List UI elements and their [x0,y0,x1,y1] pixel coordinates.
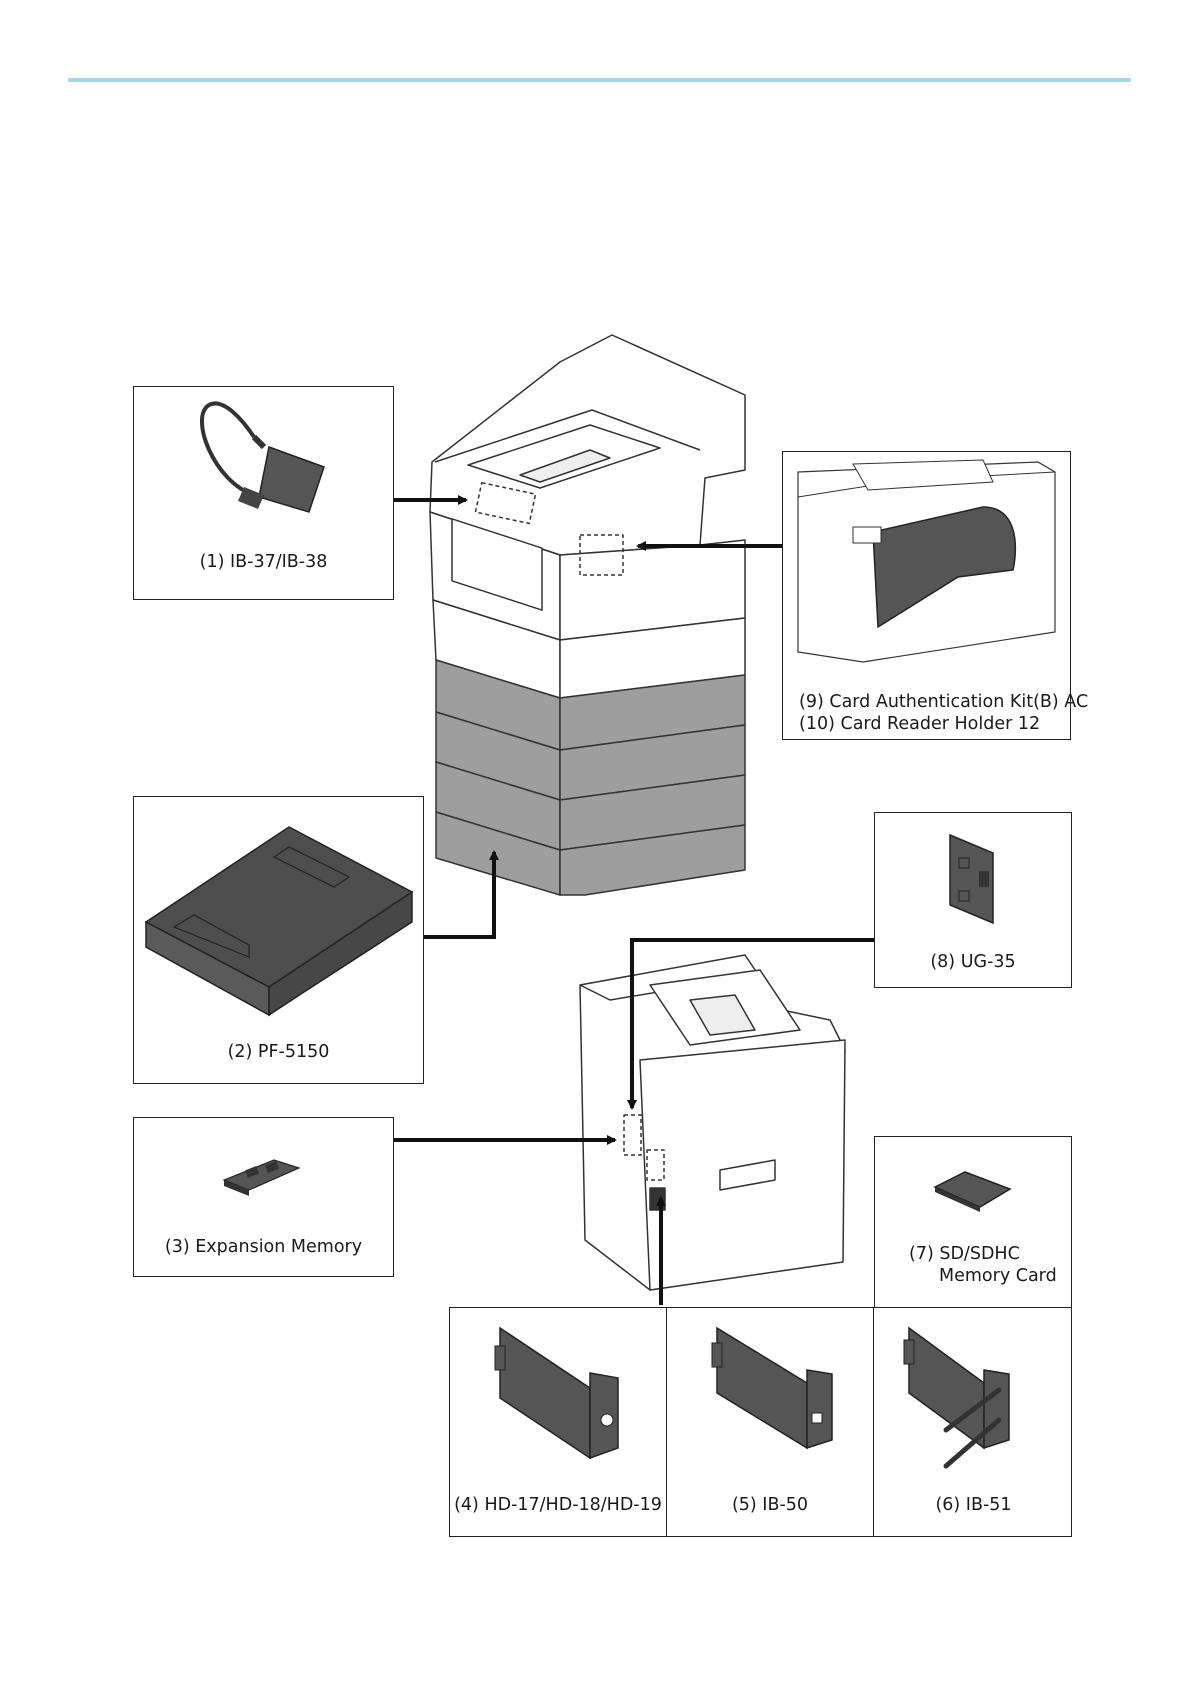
option-box-pf5150: (2) PF-5150 [133,796,424,1084]
option-cell-hd: (4) HD-17/HD-18/HD-19 [450,1308,667,1536]
rear-printer-illustration [580,955,845,1290]
option-cell-ib50: (5) IB-50 [667,1308,874,1536]
option-box-sd: (7) SD/SDHC Memory Card [874,1136,1072,1310]
option-label-ib51: (6) IB-51 [874,1494,1073,1516]
option-label-sd-line1: (7) SD/SDHC [909,1243,1020,1265]
option-cell-ib51: (6) IB-51 [874,1308,1073,1536]
front-printer-illustration [430,335,745,895]
option-row-slot-cards: (4) HD-17/HD-18/HD-19 (5) IB-50 (6) IB-5… [449,1307,1072,1537]
ib50-card-illustration [667,1308,874,1508]
option-label-sd-line2: Memory Card [939,1265,1057,1287]
option-label-ib37: (1) IB-37/IB-38 [134,551,393,573]
option-label-ug35: (8) UG-35 [875,951,1071,973]
option-label-pf5150: (2) PF-5150 [134,1041,423,1063]
option-box-card-auth: (9) Card Authentication Kit(B) AC (10) C… [782,451,1071,740]
option-label-ib50: (5) IB-50 [667,1494,873,1516]
option-label-memory: (3) Expansion Memory [134,1236,393,1258]
card-reader-illustration [783,452,1072,666]
option-label-hd: (4) HD-17/HD-18/HD-19 [450,1494,666,1516]
ib51-card-illustration [874,1308,1073,1508]
option-label-card-auth-line1: (9) Card Authentication Kit(B) AC [799,691,1088,713]
option-label-card-auth-line2: (10) Card Reader Holder 12 [799,713,1040,735]
option-box-ib37: (1) IB-37/IB-38 [133,386,394,600]
option-box-ug35: (8) UG-35 [874,812,1072,988]
option-box-memory: (3) Expansion Memory [133,1117,394,1277]
hdd-card-illustration [450,1308,667,1508]
